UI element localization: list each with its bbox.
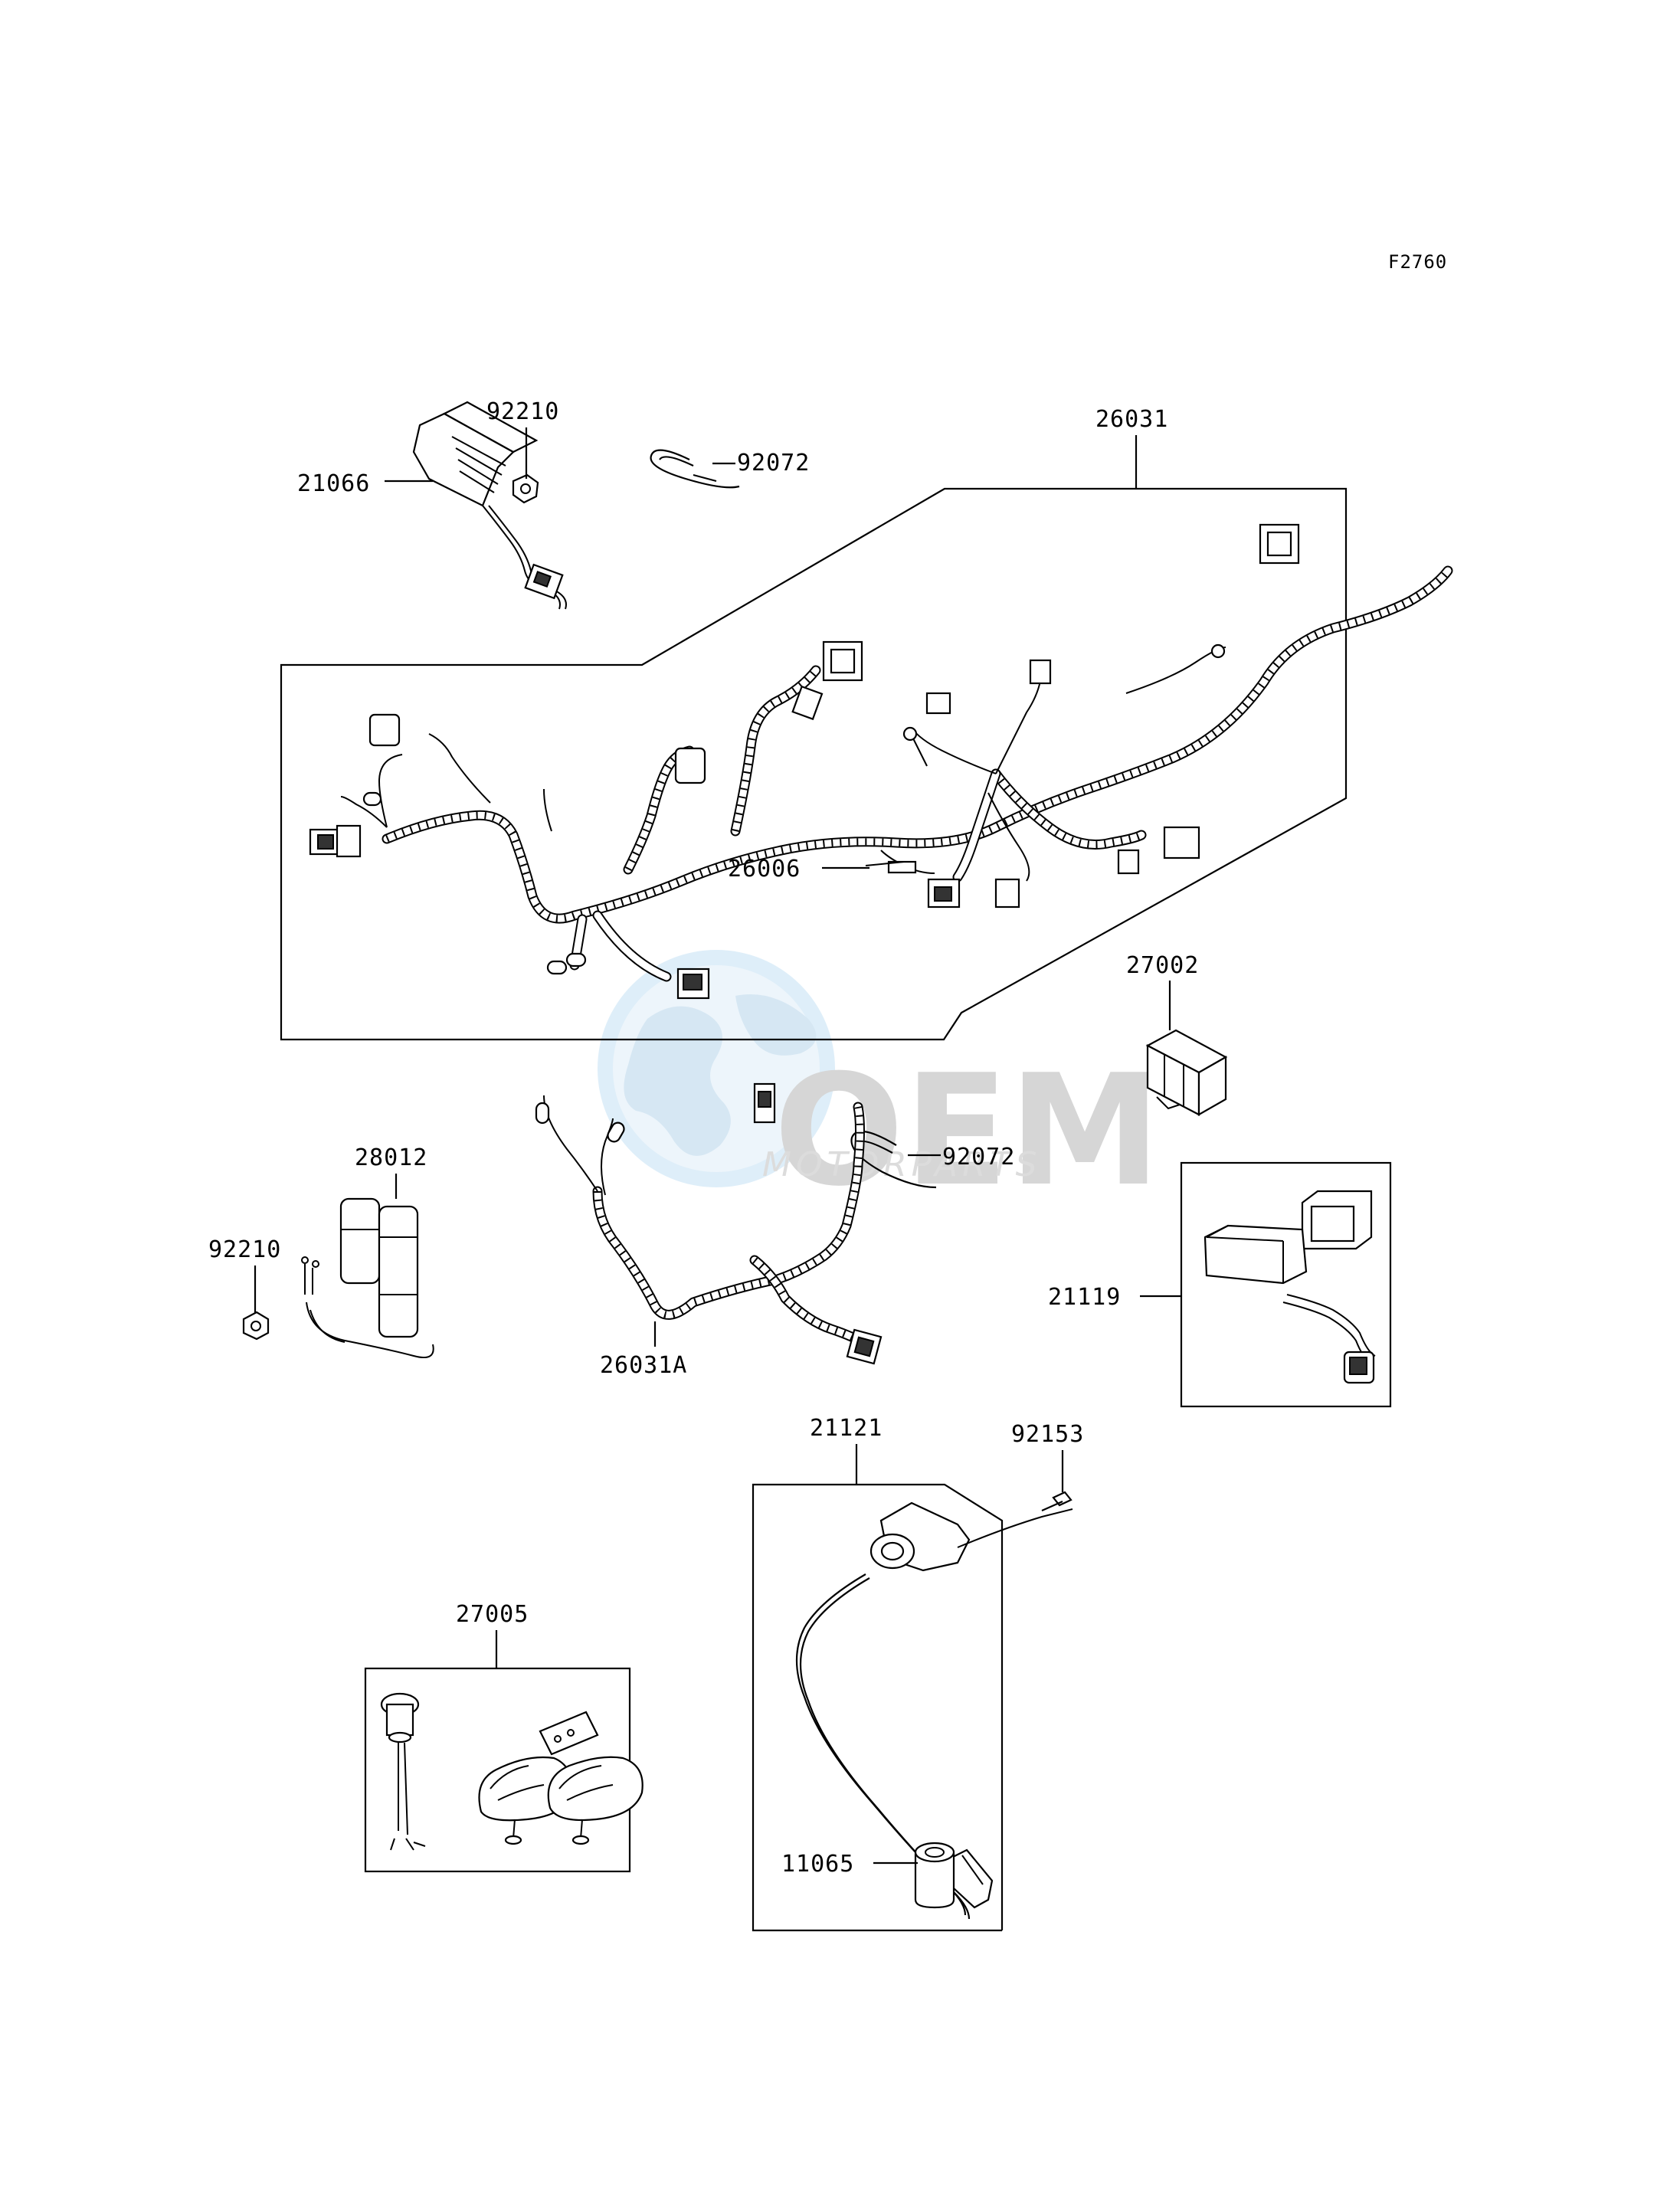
nut-top-drawing <box>512 473 539 504</box>
main-harness-drawing <box>340 565 1453 982</box>
label-sub-harness: 26031A <box>600 1352 687 1379</box>
screw-drawing <box>1041 1491 1073 1512</box>
regulator-drawing <box>412 401 567 610</box>
label-main-harness: 26031 <box>1095 406 1168 433</box>
cdi-frame <box>1180 1161 1392 1408</box>
battery-case-drawing <box>301 1197 434 1359</box>
relay-drawing <box>1145 1029 1228 1116</box>
label-nut-left: 92210 <box>208 1236 281 1263</box>
part-labels: 21066 92210 92072 26031 26006 27002 9207… <box>208 398 1199 1878</box>
ignition-coil-frame <box>752 1483 1004 1932</box>
main-harness-connectors <box>309 523 1300 1000</box>
main-harness-frame <box>280 487 1348 1041</box>
band-top-drawing <box>650 449 740 489</box>
wire-lead-drawing <box>865 861 905 866</box>
label-screw: 92153 <box>1011 1421 1084 1448</box>
label-ignition-coil: 21121 <box>810 1415 883 1442</box>
watermark-brand: OEM <box>774 1042 1161 1220</box>
label-battery-case: 28012 <box>355 1144 427 1171</box>
nut-left-drawing <box>242 1311 270 1341</box>
label-horn-set: 27005 <box>456 1601 529 1628</box>
label-regulator: 21066 <box>297 470 370 497</box>
figure-code: F2760 <box>1388 251 1447 273</box>
label-cdi-unit: 21119 <box>1048 1284 1121 1311</box>
sub-harness-drawing <box>535 1082 883 1365</box>
label-nut-top: 92210 <box>486 398 559 425</box>
label-band-mid: 92072 <box>942 1144 1015 1171</box>
horn-set-drawing <box>380 1692 644 1851</box>
label-plug-cap: 11065 <box>781 1851 854 1878</box>
cdi-unit-drawing <box>1204 1190 1376 1384</box>
label-band-top: 92072 <box>737 450 810 476</box>
label-relay: 27002 <box>1126 952 1199 979</box>
watermark-sub: MOTORPARTS <box>762 1145 1042 1184</box>
ignition-coil-drawing <box>795 1501 1073 1920</box>
plug-cap-drawing <box>914 1842 955 1909</box>
label-wire-lead: 26006 <box>728 856 801 882</box>
leader-lines <box>254 427 1181 1865</box>
